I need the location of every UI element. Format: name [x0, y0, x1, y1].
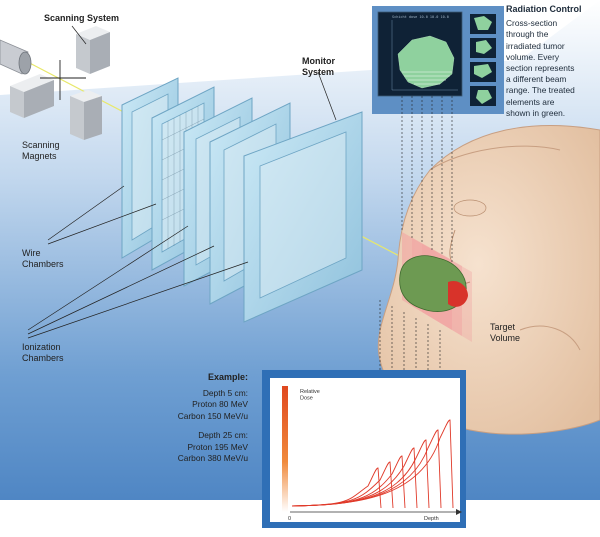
label-wire-chambers: Wire Chambers [22, 248, 64, 269]
dose-chart-ylabel-line2: Dose [300, 396, 313, 402]
patient-head [377, 125, 600, 435]
example-case1-proton: Proton 80 MeV [192, 399, 248, 409]
scanning-magnets [10, 26, 110, 140]
svg-text:Schicht dose 10.0 10.0 10.: Schicht dose 10.0 10.0 10.0 [392, 15, 449, 19]
ionization-chamber-3 [243, 111, 363, 323]
radiation-control-line-2: through the [506, 29, 549, 40]
dose-chart-plot-area [270, 378, 460, 522]
radiation-control-line-6: a different beam [506, 74, 567, 85]
label-scanning-system: Scanning System [44, 13, 120, 23]
radiation-control-line-7: range. The treated [506, 85, 575, 96]
dose-chart: Relative Dose Depth 0 [262, 370, 466, 528]
radiation-control-line-1: Cross-section [506, 18, 558, 29]
example-case1-carbon: Carbon 150 MeV/u [177, 410, 248, 421]
scanning-system-leader [71, 25, 87, 45]
target-volume [399, 232, 472, 342]
dose-chart-x-arrow [456, 509, 462, 515]
radiation-control-line-4: volume. Every [506, 51, 560, 62]
bragg-curve-7 [291, 419, 454, 509]
dose-chart-xlabel: Depth [424, 516, 439, 522]
radiation-control-screen: Schicht dose 10.0 10.0 10.0 [372, 6, 504, 114]
projection-lines-top [401, 96, 453, 262]
tumor-cross-section [397, 35, 455, 89]
label-leaders [27, 71, 337, 339]
label-monitor-system: Monitor System [302, 56, 335, 77]
radiation-control-line-3: irradiated tumor [506, 40, 565, 51]
example-case1-depth: Depth 5 cm: [202, 387, 248, 398]
radiation-control-line-5: section represents [506, 63, 575, 74]
example-block: Example: Depth 5 cm: Proton 80 MeV Carbo… [150, 372, 248, 465]
label-ionization-chambers: Ionization Chambers [22, 342, 64, 363]
radiation-control-title: Radiation Control [506, 4, 582, 14]
example-title: Example: [207, 372, 248, 382]
dose-chart-ylabel-line1: Relative [300, 389, 320, 395]
example-case2-depth: Depth 25 cm: [198, 430, 248, 440]
radiation-control-line-9: shown in green. [506, 107, 566, 118]
dose-chart-x-origin: 0 [288, 516, 291, 522]
bragg-curves [291, 419, 454, 509]
dose-scale-bar [282, 386, 288, 512]
label-scanning-magnets: Scanning Magnets [22, 140, 60, 161]
beam-pipe [0, 39, 32, 75]
example-case2-carbon: Carbon 380 MeV/u [177, 453, 248, 463]
radiation-control-line-8: elements are [506, 96, 555, 107]
example-case2-proton: Proton 195 MeV [187, 441, 248, 452]
dose-chart-ylabel: Relative Dose [300, 389, 321, 402]
label-target-volume: Target Volume [490, 322, 521, 343]
